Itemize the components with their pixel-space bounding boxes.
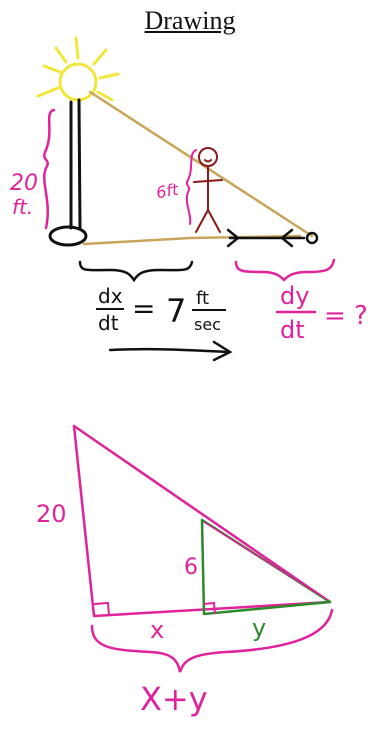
page-title: Drawing [144,6,236,35]
y-brace [234,258,336,282]
dydt-denominator: dt [280,316,305,344]
total-label: X+y [140,680,208,718]
triangle-diagram: 20 6 x y X+y [36,424,334,718]
person-icon [193,147,223,233]
shadow-lines [82,90,314,246]
person-height-brace [185,149,197,225]
dxdt-equals: = [132,292,155,325]
height-label-6: 6 [184,555,198,580]
y-label: y [252,614,266,642]
small-triangle [200,518,332,616]
dydt-equation: dy dt = ? [276,282,368,344]
scene-top: 20 ft. 6ft [10,36,368,362]
dydt-equals-question: = ? [324,301,368,331]
pole-height-brace [43,108,56,230]
lamp-pole [48,98,88,247]
large-triangle [72,424,332,618]
dxdt-unit-numerator: ft [196,288,209,309]
x-label: x [150,616,164,644]
sun-icon [36,36,120,102]
x-brace [78,260,194,283]
small-triangle-magenta-edge [203,521,329,601]
shadow-arrow [226,228,319,248]
pole-height-number: 20 [10,171,38,196]
base-brace [90,608,334,673]
height-label-20: 20 [36,500,67,528]
dxdt-denominator: dt [98,311,119,335]
right-angle-marker-small [203,601,216,615]
dxdt-value: 7 [166,292,186,330]
dxdt-numerator: dx [98,284,123,308]
dxdt-unit-denominator: sec [194,315,221,334]
direction-arrow [108,340,233,362]
person-height-label: 6ft [155,180,181,203]
dydt-numerator: dy [280,282,309,310]
pole-height-unit: ft. [12,195,33,219]
right-angle-marker-large [93,601,110,617]
dxdt-equation: dx dt = 7 ft sec [96,284,226,335]
